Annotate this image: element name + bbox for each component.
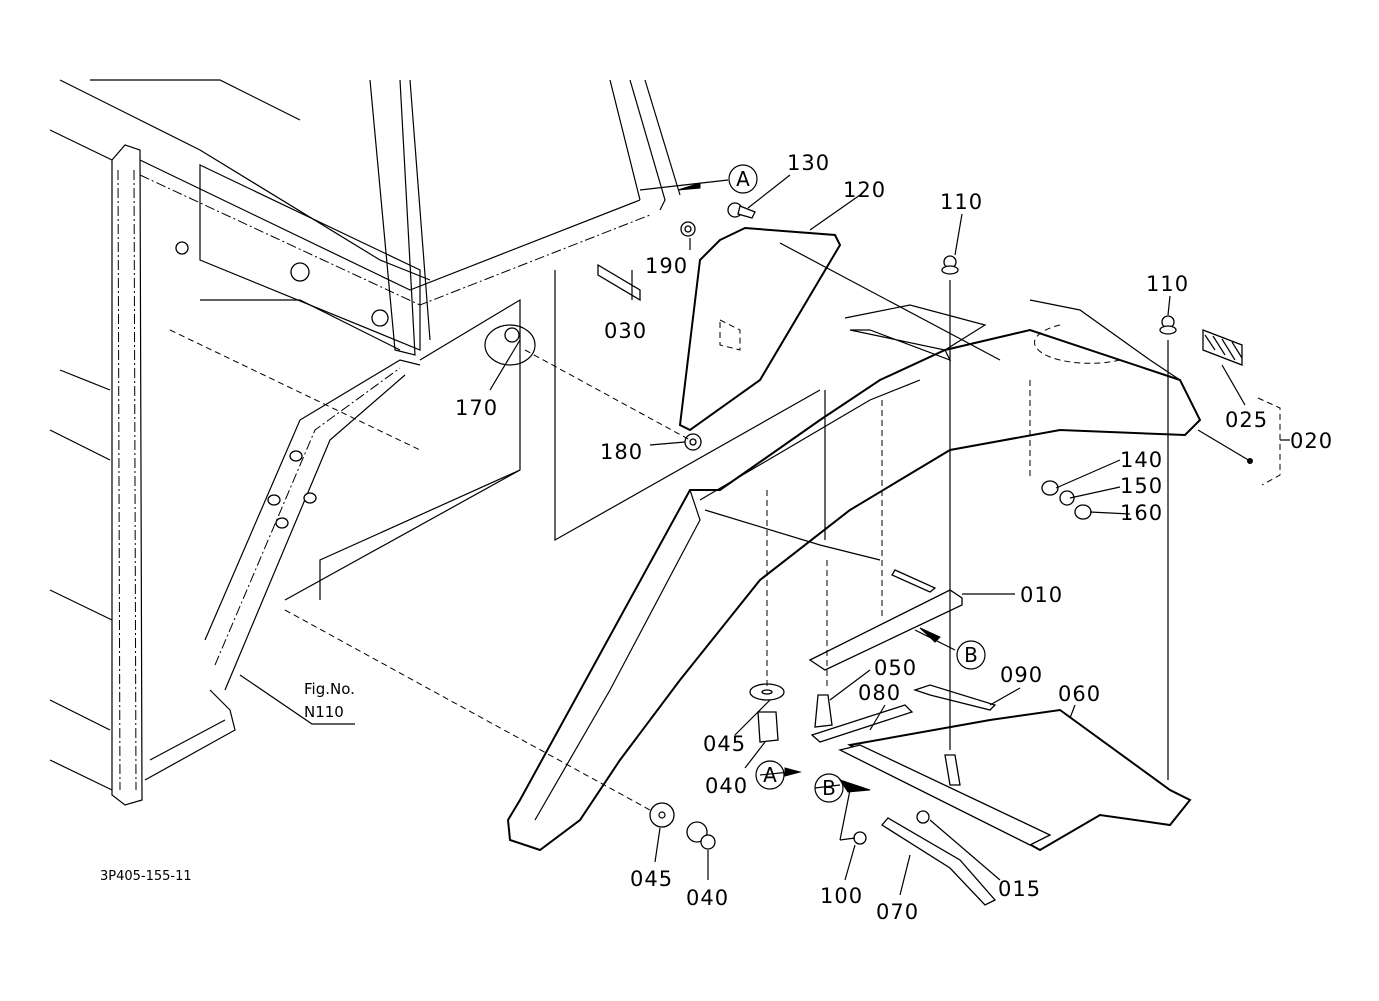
part-label-050[interactable]: 050 [874,656,917,680]
part-label-045[interactable]: 045 [703,732,746,756]
fasteners [484,202,1253,850]
part-label-190[interactable]: 190 [645,254,688,278]
group-bracket-020 [1257,397,1281,486]
fig-no-label: Fig.No. [304,680,355,698]
part-label-100[interactable]: 100 [820,884,863,908]
drawing-code: 3P405-155-11 [100,869,192,884]
reference-arrows [639,179,956,793]
lower-assembly [808,569,1192,906]
part-label-045[interactable]: 045 [630,867,673,891]
part-label-020[interactable]: 020 [1290,429,1333,453]
ref-label-b: B [822,776,836,800]
part-label-090[interactable]: 090 [1000,663,1043,687]
fender-assembly [506,263,1202,852]
part-label-130[interactable]: 130 [787,151,830,175]
part-label-150[interactable]: 150 [1120,474,1163,498]
fig-no-number[interactable]: N110 [304,703,344,721]
part-label-060[interactable]: 060 [1058,682,1101,706]
cab-frame [49,79,681,806]
part-label-025[interactable]: 025 [1225,408,1268,432]
ref-marker-b-mid: B [956,640,986,670]
part-label-010[interactable]: 010 [1020,583,1063,607]
part-labels: 010 015 020 025 030 040 040 045 045 050 … [455,151,1333,924]
ref-marker-a-bottom: A [755,760,785,790]
ref-label-a: A [736,167,750,191]
part-label-170[interactable]: 170 [455,396,498,420]
part-label-070[interactable]: 070 [876,900,919,924]
ref-label-a: A [763,763,777,787]
part-label-110[interactable]: 110 [1146,272,1189,296]
part-120-bracket [678,226,842,432]
part-label-180[interactable]: 180 [600,440,643,464]
part-label-040[interactable]: 040 [705,774,748,798]
part-label-160[interactable]: 160 [1120,501,1163,525]
part-label-120[interactable]: 120 [843,178,886,202]
ref-marker-b-bottom: B [814,773,844,803]
part-label-140[interactable]: 140 [1120,448,1163,472]
ref-marker-a-top: A [728,164,758,194]
figure-reference[interactable]: Fig.No. N110 [304,680,355,721]
leader-lines [239,174,1251,896]
part-label-030[interactable]: 030 [604,319,647,343]
ref-label-b: B [964,643,978,667]
part-label-080[interactable]: 080 [858,681,901,705]
part-label-015[interactable]: 015 [998,877,1041,901]
part-label-040[interactable]: 040 [686,886,729,910]
part-label-110[interactable]: 110 [940,190,983,214]
